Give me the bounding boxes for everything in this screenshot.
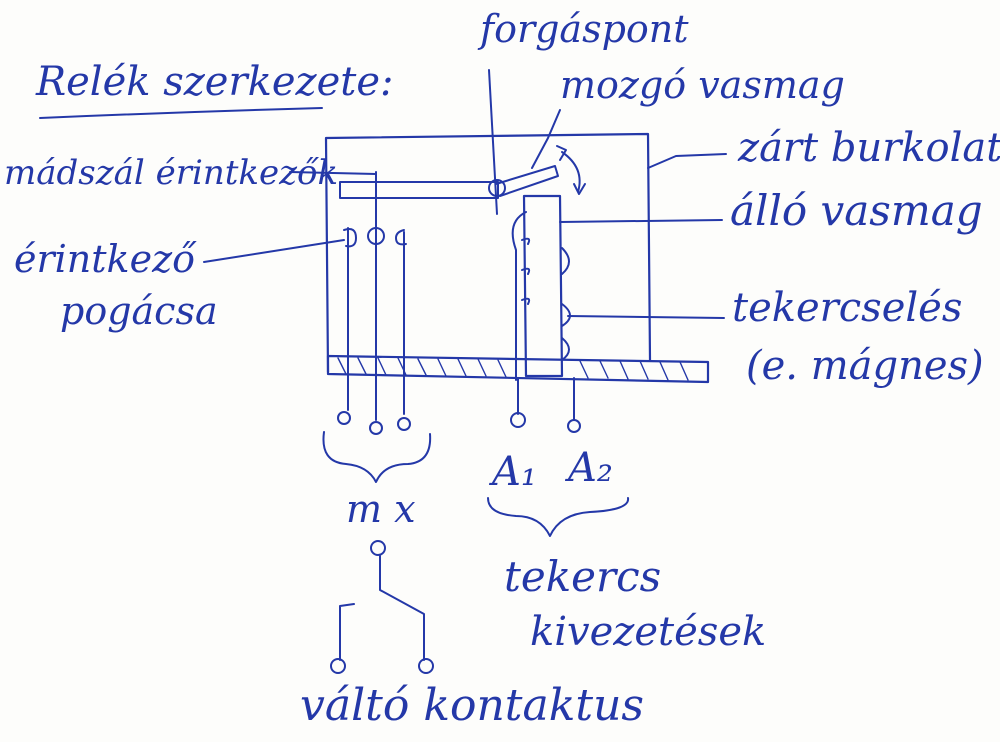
- coil-leads-brace: [487, 497, 630, 537]
- diagram-title: Relék szerkezete:: [36, 59, 394, 105]
- terminal-a2-label: A₂: [568, 445, 613, 491]
- contact-wires: [347, 171, 405, 421]
- moving-armature: [495, 165, 559, 197]
- pivot-label: forgáspont: [480, 7, 689, 51]
- housing-leader: [647, 153, 727, 169]
- title-underline: [39, 107, 323, 119]
- contact-tongue-label-2: pogácsa: [60, 289, 218, 333]
- contact-terminals: [337, 411, 411, 435]
- coil-leads-label-2: kivezetések: [530, 609, 767, 655]
- fixed-core-leader: [559, 219, 723, 223]
- contacts-mx-label: m x: [346, 487, 416, 531]
- fixed-core-label: álló vasmag: [730, 186, 983, 235]
- contact-spring-bar: [339, 181, 499, 199]
- motion-arrow: [556, 145, 586, 195]
- coil-label-1: tekercselés: [732, 285, 963, 331]
- contact-tongue-leader: [203, 239, 345, 263]
- coil-terminals: [510, 377, 581, 433]
- housing-outline: [324, 132, 652, 374]
- terminal-a1-label: A₁: [492, 449, 537, 495]
- contact-tongues: [343, 227, 407, 248]
- coil-label-2: (e. mágnes): [746, 343, 984, 389]
- pivot-leader: [488, 69, 498, 215]
- coil-leads-label-1: tekercs: [504, 552, 662, 601]
- changeover-contact-symbol: [330, 540, 434, 674]
- wire-contact-leader: [289, 171, 377, 175]
- contacts-brace: [322, 431, 432, 483]
- coil-leader: [567, 315, 725, 319]
- closed-housing-label: zárt burkolat: [738, 125, 1000, 171]
- wire-contact-label: mádszál érintkezők: [4, 153, 339, 193]
- base-hatching: [337, 357, 689, 381]
- moving-core-leader: [531, 109, 561, 169]
- moving-core-label: mozgó vasmag: [560, 63, 845, 107]
- fixed-core: [522, 194, 564, 378]
- contact-tongue-label-1: érintkező: [14, 237, 195, 281]
- base-plate: [326, 354, 710, 384]
- changeover-label: váltó kontaktus: [300, 680, 644, 731]
